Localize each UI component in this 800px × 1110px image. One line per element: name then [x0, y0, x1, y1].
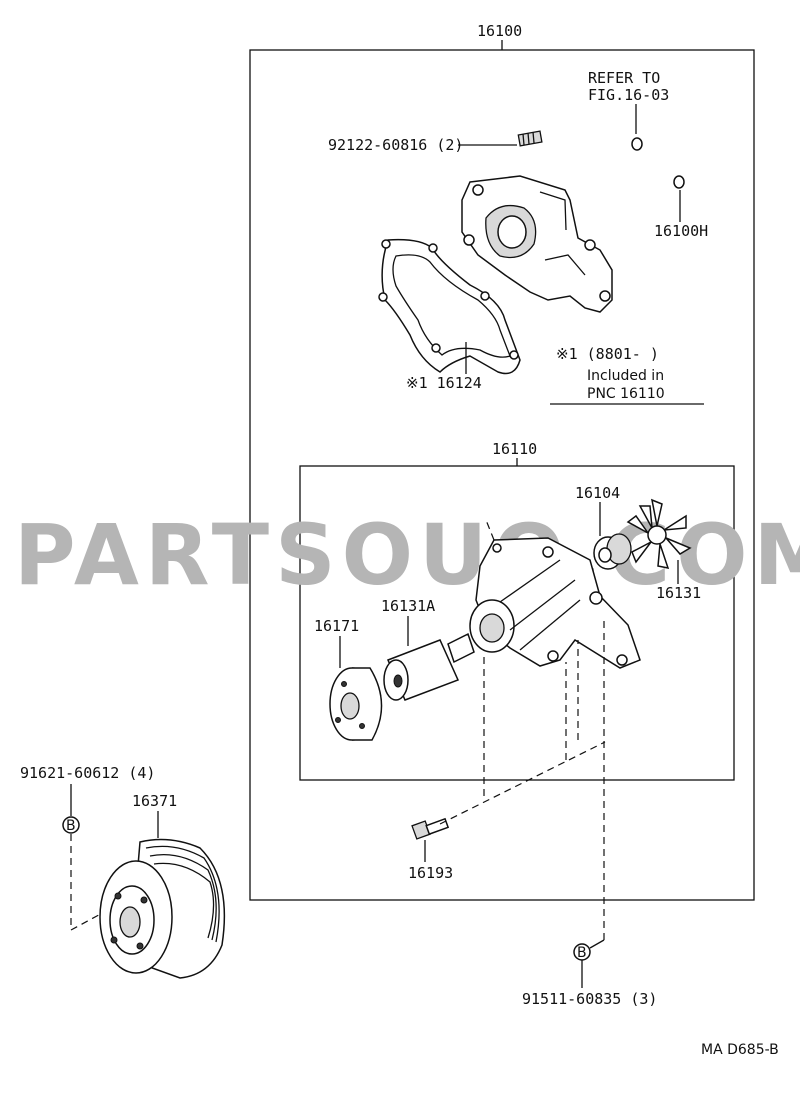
label-refer-line1: REFER TO: [588, 69, 660, 87]
oring-16100h-part[interactable]: [673, 175, 685, 189]
pump-body-part[interactable]: [469, 537, 641, 669]
label-oring[interactable]: 16100H: [654, 222, 708, 240]
label-note-line3[interactable]: PNC 16110: [587, 386, 665, 402]
label-flange[interactable]: 16171: [314, 617, 359, 635]
label-seal[interactable]: 16104: [575, 484, 620, 502]
label-pulley[interactable]: 16371: [132, 792, 177, 810]
ref-b1-circle[interactable]: [62, 816, 80, 834]
seal-part[interactable]: [593, 533, 632, 570]
label-stud[interactable]: 16193: [408, 864, 453, 882]
bearing-part[interactable]: [383, 632, 475, 701]
ref-b1: B: [66, 818, 76, 834]
plug-part[interactable]: [517, 130, 543, 147]
ref-b2: B: [577, 945, 587, 961]
pump-cover-part[interactable]: [461, 175, 613, 313]
pulley-part[interactable]: [99, 838, 226, 979]
label-note-line2: Included in: [587, 368, 664, 384]
oring-upper-part[interactable]: [631, 137, 643, 151]
stud-part[interactable]: [411, 817, 450, 840]
label-bolt-body[interactable]: 91511-60835 (3): [522, 990, 657, 1008]
dash-line-stud: [439, 741, 606, 825]
label-assembly[interactable]: 16100: [477, 22, 522, 40]
dash-line-pulley: [70, 834, 109, 932]
label-bolt-pulley[interactable]: 91621-60612 (4): [20, 764, 155, 782]
impeller-part[interactable]: [626, 498, 692, 569]
watermark: PARTSOUQ.COM: [14, 506, 800, 604]
flange-part[interactable]: [329, 667, 383, 741]
dash-line-top-left: [485, 519, 495, 541]
label-sub-assembly[interactable]: 16110: [492, 440, 537, 458]
label-plug[interactable]: 92122-60816 (2): [328, 136, 463, 154]
label-impeller[interactable]: 16131: [656, 584, 701, 602]
label-note-line1: ※1 (8801- ): [556, 345, 659, 363]
gasket-part[interactable]: [378, 238, 521, 375]
label-drawing-code: MA D685-B: [701, 1042, 779, 1058]
label-bearing[interactable]: 16131A: [381, 597, 435, 615]
label-gasket[interactable]: ※1 16124: [406, 374, 482, 392]
label-refer-line2[interactable]: FIG.16-03: [588, 86, 669, 104]
